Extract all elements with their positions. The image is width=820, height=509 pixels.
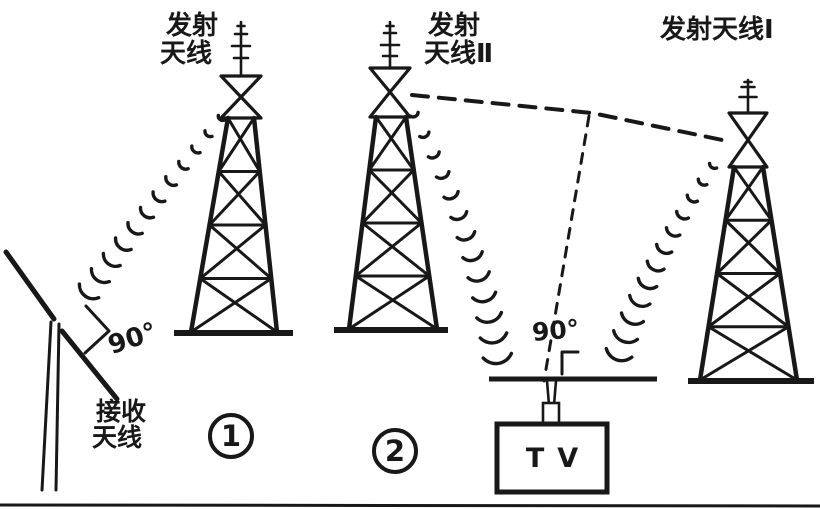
page-edge-artifact — [0, 503, 820, 508]
ground-lines — [174, 327, 814, 384]
scene-1-badge: 1 — [208, 413, 254, 459]
transmit-antenna-1-label: 发射天线Ⅰ — [660, 15, 774, 45]
tv-label: TV — [525, 442, 592, 474]
receive-antenna-label: 接收 天线 — [92, 397, 147, 451]
tv-set — [494, 379, 610, 495]
label-line: 天线 — [92, 423, 143, 452]
wave-train-middle — [408, 110, 514, 366]
label-line: 发射 — [166, 11, 219, 41]
label-line: 天线 — [160, 39, 213, 69]
transmit-antenna-2-label: 发射 天线Ⅱ — [424, 11, 493, 68]
transmit-antenna-left-label: 发射 天线 — [160, 11, 219, 68]
receive-antenna — [3, 249, 120, 492]
label-line: 天线Ⅱ — [424, 39, 494, 69]
label-line: 发射 — [428, 11, 481, 41]
wave-train-left — [77, 113, 226, 301]
wave-train-right — [604, 161, 719, 363]
right-angle-marks — [83, 304, 580, 376]
tower-middle — [346, 20, 440, 332]
tower-left — [188, 20, 280, 335]
dashed-sightlines — [410, 93, 729, 383]
scene-2-badge: 2 — [372, 428, 418, 474]
angle-label-tv: 90° — [530, 313, 581, 348]
tower-right — [697, 78, 800, 383]
label-line: 接收 — [96, 397, 147, 426]
